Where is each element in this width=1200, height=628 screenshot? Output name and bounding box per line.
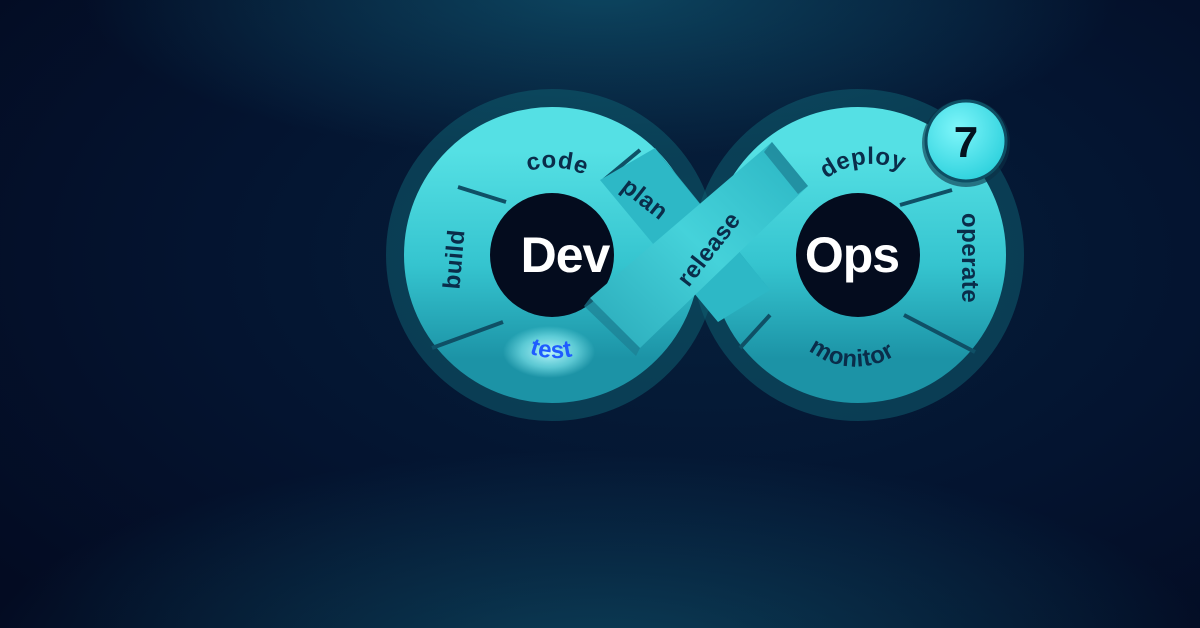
dev-hub [490,193,614,317]
stage-build-label: build [438,228,470,290]
dev-hub-label: Dev [521,227,611,283]
ops-hub-label: Ops [805,227,899,283]
release-band [584,142,808,356]
badge-number: 7 [954,118,978,167]
stage-operate-label: operate [956,213,983,303]
ops-hub [796,193,920,317]
right-loop [692,89,1024,421]
stage-test-label: test [527,333,574,364]
test-highlight-glow [503,326,595,378]
number-badge: 7 [922,99,1010,187]
